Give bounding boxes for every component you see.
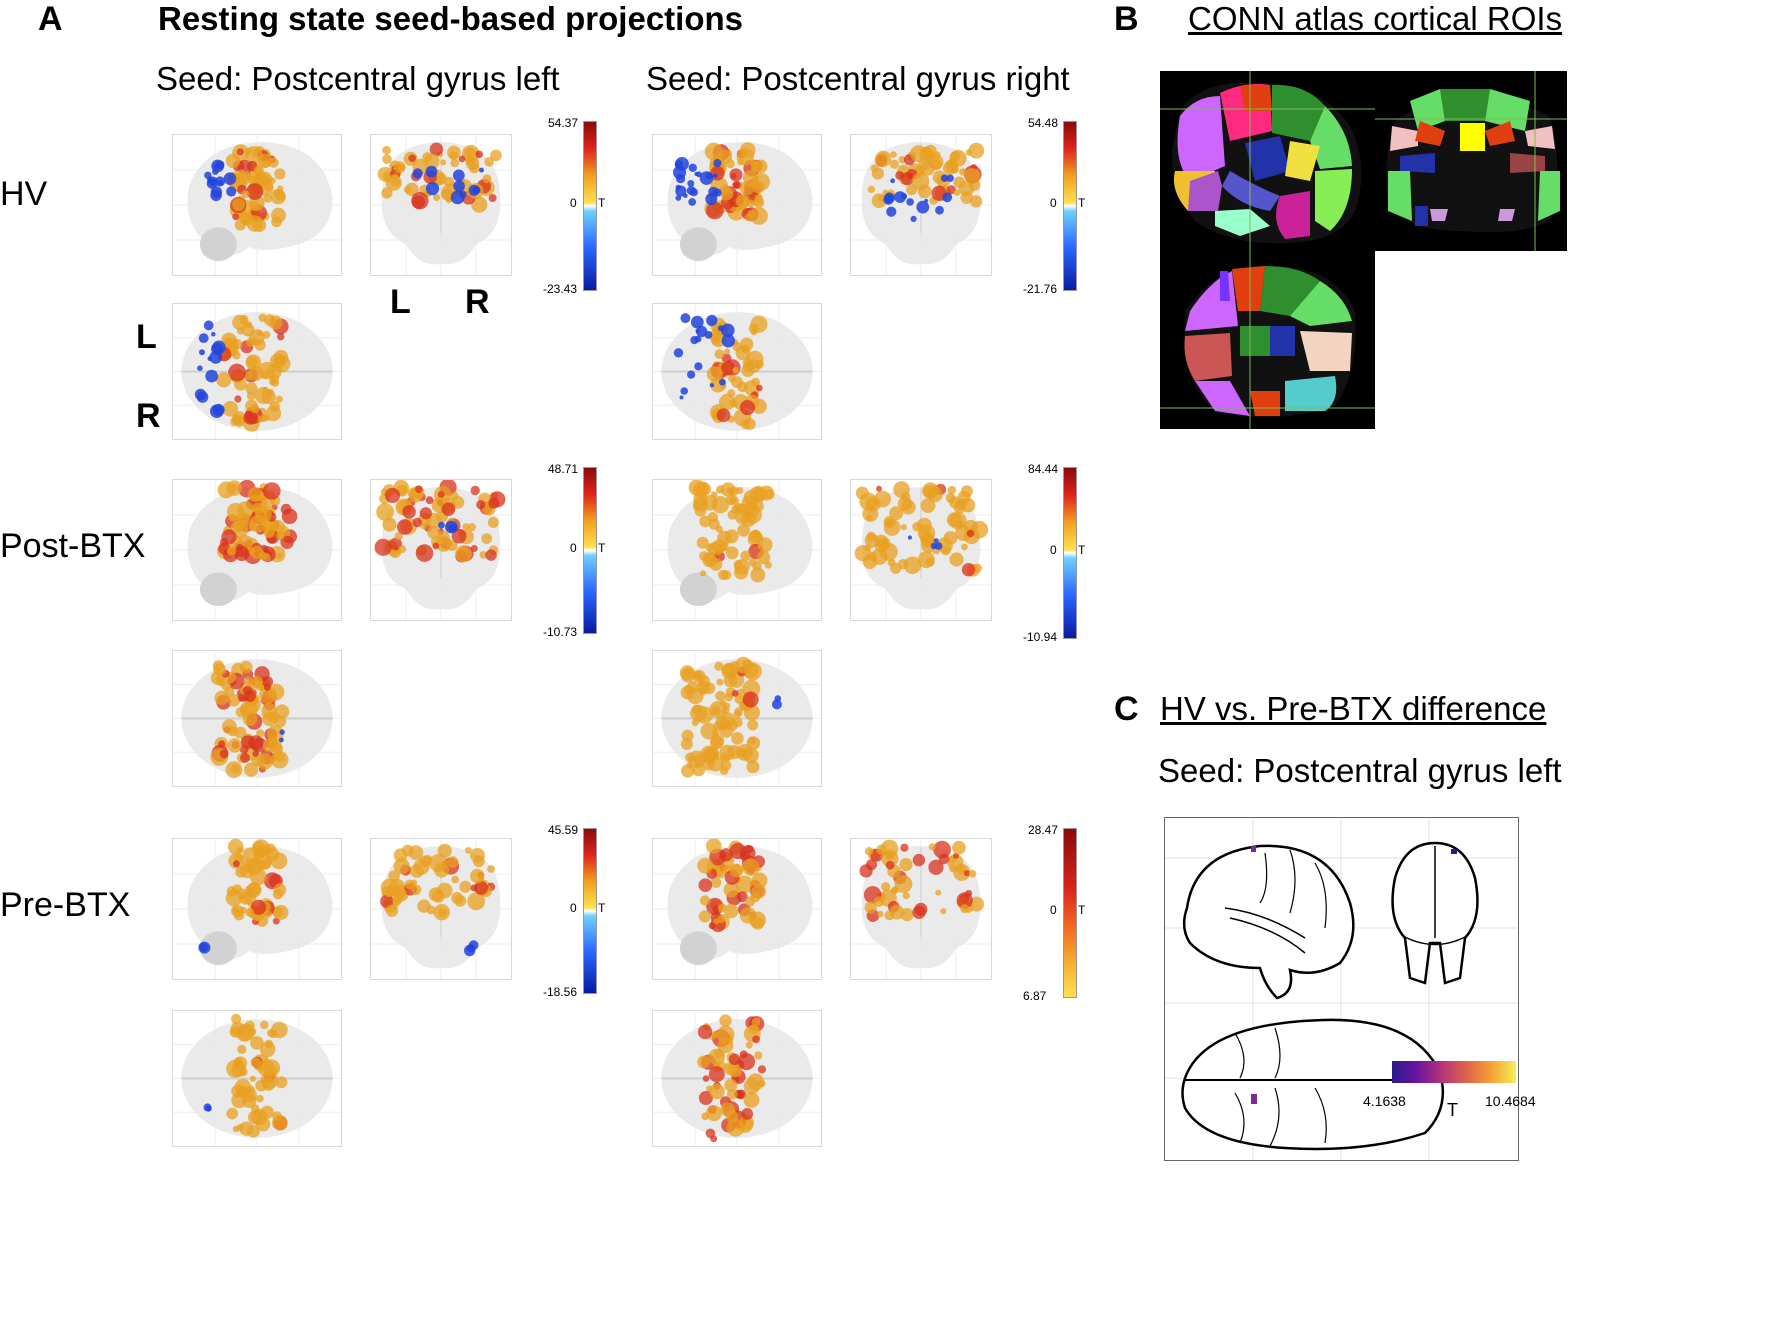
glass-brain-sagittal-1 [172,134,342,276]
glass-brain-axial-6 [652,303,822,440]
panel-c-seed-label: Seed: Postcentral gyrus left [1158,752,1562,789]
difference-svg [1165,818,1518,1160]
glass-brain-axial-9 [172,650,342,787]
glass-brain-sagittal-13 [172,838,342,980]
colorbar-unit-1: T [598,196,606,210]
colorbar-gradient-4 [1063,467,1077,639]
row-label-post-btx: Post-BTX [0,527,146,565]
glass-brain-coronal-5 [850,134,992,276]
colorbar-min-6: 6.87 [1023,989,1047,1003]
glass-brain-axial-3 [172,303,342,440]
axial-right-label: R [136,397,161,435]
colorbar-gradient-6 [1063,828,1077,998]
panel-c-title: HV vs. Pre-BTX difference [1160,690,1547,727]
atlas-svg [1160,71,1567,429]
glass-brain-axial-18 [652,1010,822,1147]
difference-colorbar-max: 10.4684 [1485,1093,1536,1109]
colorbar-max-5: 45.59 [548,823,579,837]
axial-left-label: L [136,318,157,356]
glass-brain-axial-12 [652,650,822,787]
colorbar-zero-1: 0 [570,196,577,210]
glass-brain-coronal-2 [370,134,512,276]
colorbar-unit-5: T [598,901,606,915]
colorbar-min-3: -10.73 [543,625,578,639]
seed-right-label: Seed: Postcentral gyrus right [646,60,1070,97]
glass-brain-coronal-8 [370,479,512,621]
row-label-pre-btx: Pre-BTX [0,886,131,924]
glass-brain-sagittal-16 [652,838,822,980]
colorbar-max-4: 84.44 [1028,462,1059,476]
coronal-right-label: R [465,283,490,321]
difference-glass-brain: 4.1638 10.4684 T [1164,817,1536,1161]
glass-brain-sagittal-4 [652,134,822,276]
atlas-axial [1160,251,1375,429]
colorbar-max-6: 28.47 [1028,823,1059,837]
colorbar-zero-6: 0 [1050,903,1057,917]
colorbar-unit-4: T [1078,543,1086,557]
panel-c-letter: C [1114,690,1139,728]
colorbar-zero-4: 0 [1050,543,1057,557]
colorbar-max-2: 54.48 [1028,116,1059,130]
colorbar-zero-3: 0 [570,540,577,555]
colorbar-unit-2: T [1078,196,1086,210]
colorbar-unit-6: T [1078,903,1086,917]
colorbar-gradient-5 [583,828,597,994]
panel-a-title: Resting state seed-based projections [158,0,743,37]
row-label-hv: HV [0,175,48,213]
colorbar-zero-5: 0 [570,901,577,915]
colorbar-gradient-2 [1063,121,1077,291]
colorbar-zero-2: 0 [1050,196,1057,210]
colorbar-unit-3: T [598,540,606,555]
atlas-sagittal [1160,71,1375,251]
panel-a-letter: A [38,0,63,38]
glass-brain-coronal-17 [850,838,992,980]
difference-colorbar-unit: T [1447,1100,1458,1120]
colorbar-gradient-3 [583,467,597,634]
coronal-left-label: L [390,283,411,321]
glass-brain-sagittal-7 [172,479,342,621]
colorbar-min-5: -18.56 [543,985,578,999]
panel-b-title: CONN atlas cortical ROIs [1188,0,1563,37]
colorbar-max-1: 54.37 [548,116,579,130]
colorbar-min-1: -23.43 [543,282,578,296]
glass-brain-coronal-11 [850,479,992,621]
atlas-figure [1160,71,1567,429]
colorbar-min-4: -10.94 [1023,630,1058,644]
glass-brain-sagittal-10 [652,479,822,621]
difference-colorbar-min: 4.1638 [1363,1093,1406,1109]
colorbar-min-2: -21.76 [1023,282,1058,296]
difference-colorbar [1392,1061,1516,1083]
seed-left-label: Seed: Postcentral gyrus left [156,60,560,97]
glass-brain-axial-15 [172,1010,342,1147]
colorbar-gradient-1 [583,121,597,291]
colorbar-max-3: 48.71 [548,462,579,476]
glass-brain-coronal-14 [370,838,512,980]
panel-b-letter: B [1114,0,1139,38]
atlas-coronal [1375,71,1567,251]
